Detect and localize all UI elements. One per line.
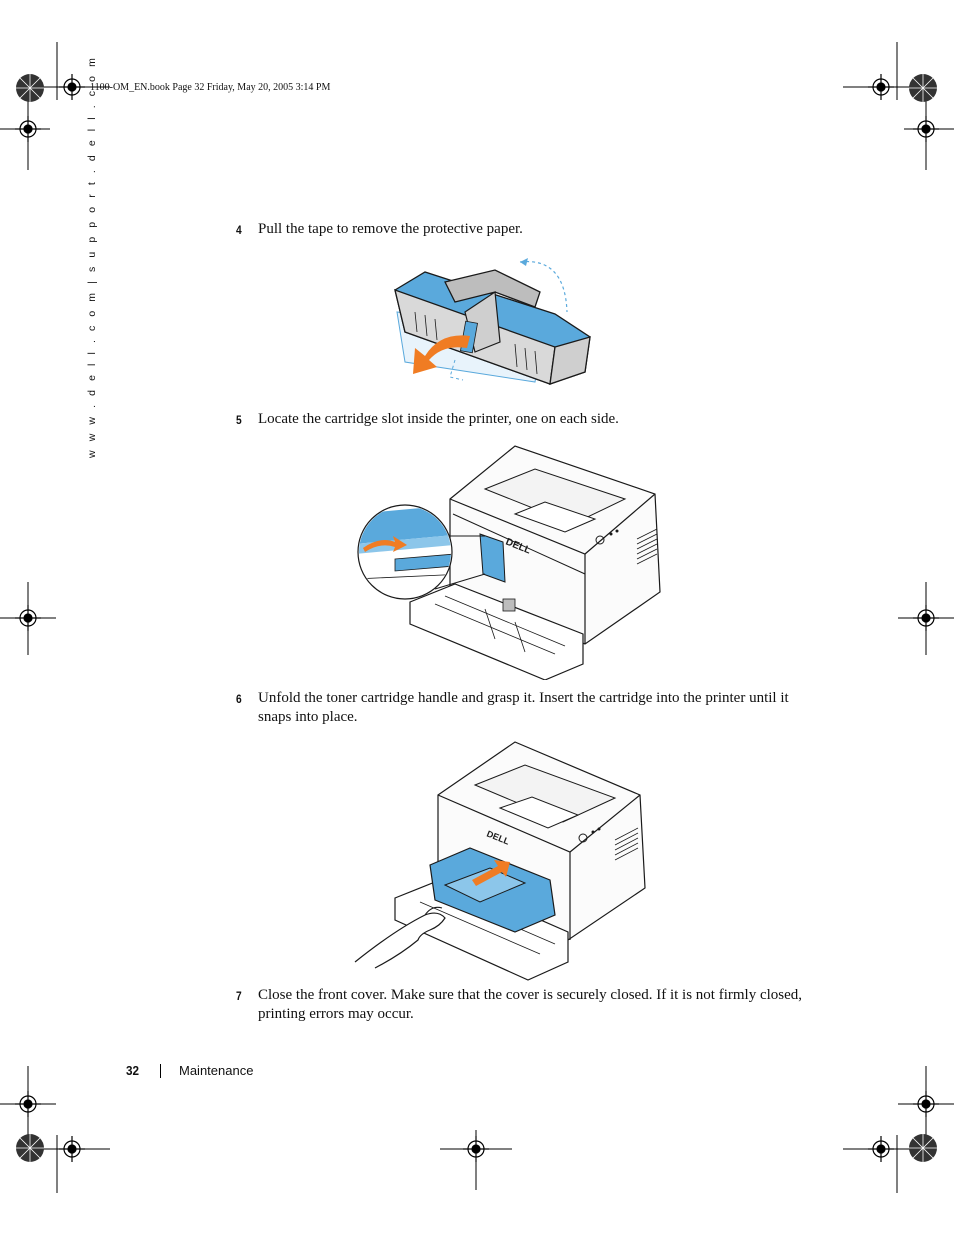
step-text: Pull the tape to remove the protective p…: [258, 221, 523, 237]
page-number: 32: [126, 1063, 140, 1078]
step-number: 6: [236, 692, 242, 706]
book-slug: 1100-OM_EN.book Page 32 Friday, May 20, …: [90, 82, 331, 93]
insert-cartridge-illustration: DELL: [354, 741, 646, 981]
toner-cartridge-tape-illustration: [394, 258, 591, 385]
step-text: Locate the cartridge slot inside the pri…: [258, 411, 619, 427]
step-number: 4: [236, 223, 242, 237]
section-title: Maintenance: [179, 1063, 254, 1078]
step-text: Close the front cover. Make sure that th…: [258, 987, 803, 1022]
footer-divider: [160, 1064, 161, 1078]
step-text: Unfold the toner cartridge handle and gr…: [258, 690, 789, 725]
sidebar-url: w w w . d e l l . c o m | s u p p o r t …: [86, 55, 98, 458]
step-number: 7: [236, 989, 242, 1003]
printer-cartridge-slot-illustration: DELL: [357, 445, 661, 680]
step-number: 5: [236, 413, 242, 427]
